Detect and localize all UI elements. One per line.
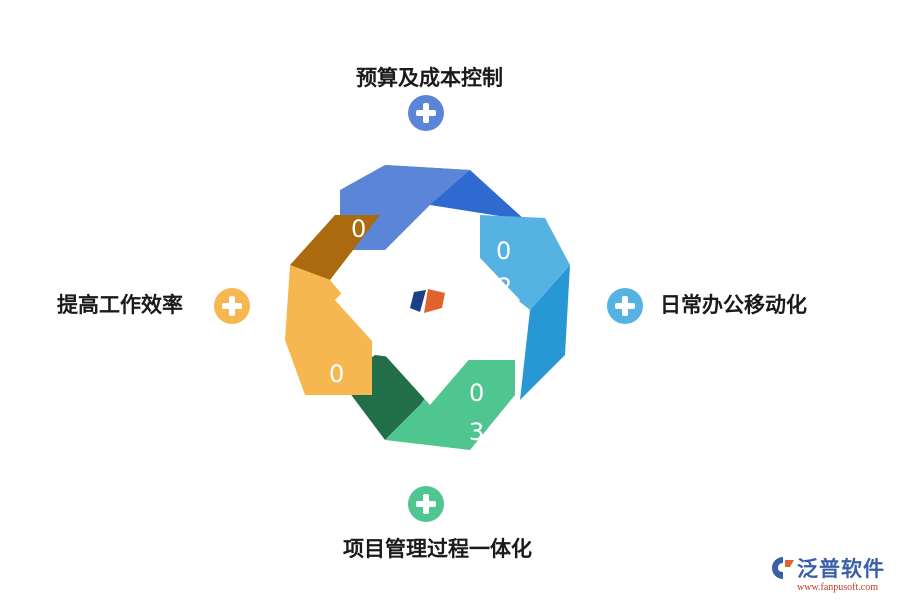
label-project-integration: 项目管理过程一体化 [343,537,532,561]
watermark-url: www.fanpusoft.com [797,582,879,593]
plus-icon-bottom[interactable] [408,486,444,522]
arrow-top [340,165,470,250]
plus-icon-left[interactable] [214,288,250,324]
arm-right-dark [520,265,570,400]
cycle-number: 0 [351,215,366,243]
plus-icon-right[interactable] [607,288,643,324]
arm-left-dark [290,215,380,280]
cycle-number: 0 [329,360,344,388]
label-work-efficiency: 提高工作效率 [57,293,183,317]
arrow-left [285,265,372,395]
cycle-number: 4 [331,395,346,423]
watermark-icon [772,557,794,579]
arrow-bottom [385,360,515,450]
watermark-logo: 泛普软件 www.fanpusoft.com [770,553,895,597]
label-office-mobility: 日常办公移动化 [660,293,807,317]
cycle-number: 2 [497,273,512,301]
cycle-number: 0 [496,237,511,265]
label-budget-cost-control: 预算及成本控制 [356,66,503,90]
plus-icon-top[interactable] [408,95,444,131]
cycle-number: 1 [352,253,367,281]
watermark-name: 泛普软件 [797,557,885,581]
cycle-number: 3 [469,418,484,446]
cycle-number: 0 [469,379,484,407]
center-logo-icon [410,289,445,313]
